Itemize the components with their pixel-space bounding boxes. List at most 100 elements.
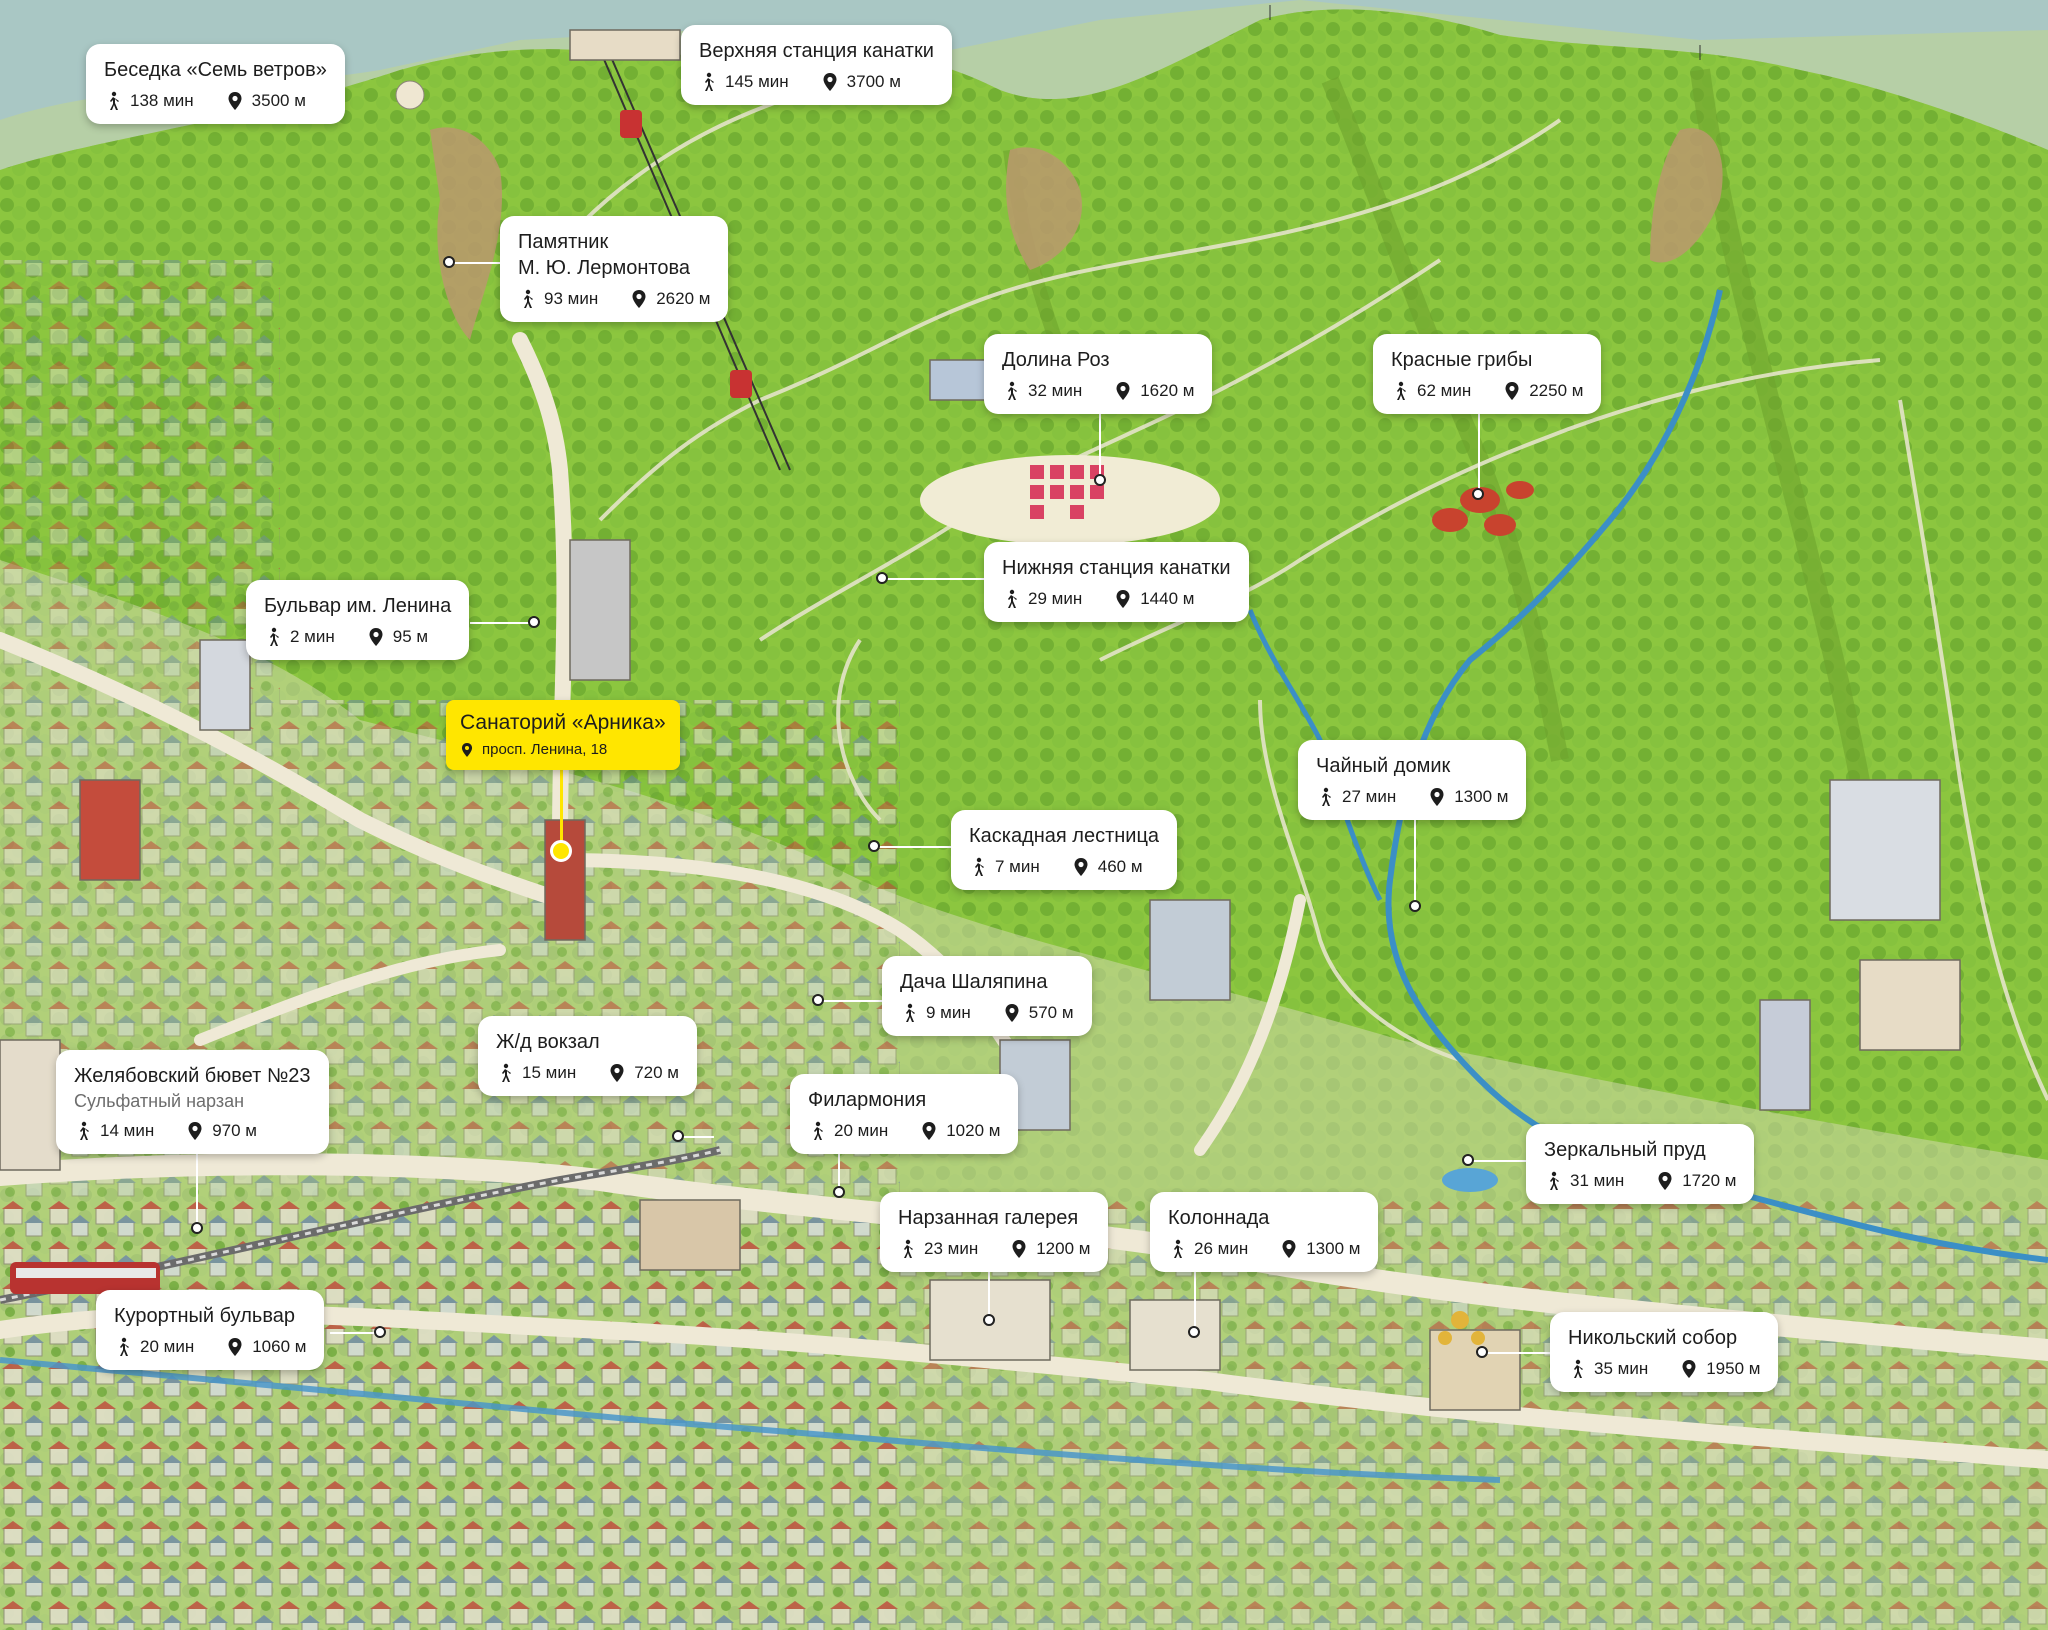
map-pin-icon <box>1074 858 1088 876</box>
poi-marker[interactable] <box>812 994 824 1006</box>
walk-time: 32 мин <box>1028 381 1083 400</box>
distance: 1060 м <box>252 1337 307 1356</box>
map-pin-icon <box>1682 1360 1696 1378</box>
poi-kurortny-boulevard[interactable]: Курортный бульвар 20 мин 1060 м <box>96 1290 325 1370</box>
poi-cascade-stairs[interactable]: Каскадная лестница 7 мин 460 м <box>951 810 1178 890</box>
distance: 1720 м <box>1682 1171 1737 1190</box>
poi-marker[interactable] <box>443 256 455 268</box>
poi-marker[interactable] <box>833 1186 845 1198</box>
poi-marker[interactable] <box>191 1222 203 1234</box>
poi-upper-cable-station[interactable]: Верхняя станция канатки 145 мин 3700 м <box>681 25 952 105</box>
distance: 1300 м <box>1306 1239 1361 1258</box>
distance: 1020 м <box>946 1121 1001 1140</box>
leader-line <box>448 262 508 264</box>
poi-marker[interactable] <box>374 1326 386 1338</box>
poi-title: Бульвар им. Ленина <box>264 595 452 617</box>
nikolsky-cathedral-domes <box>1438 1311 1485 1345</box>
poi-lenin-boulevard[interactable]: Бульвар им. Ленина 2 мин 95 м <box>246 580 470 660</box>
leader-line <box>880 578 985 580</box>
map-pin-icon <box>632 290 646 308</box>
poi-marker[interactable] <box>672 1130 684 1142</box>
poi-colonnade[interactable]: Колоннада 26 мин 1300 м <box>1150 1192 1379 1272</box>
walk-time: 27 мин <box>1342 787 1397 806</box>
poi-mirror-pond[interactable]: Зеркальный пруд 31 мин 1720 м <box>1526 1124 1755 1204</box>
distance: 720 м <box>634 1063 679 1082</box>
walk-time: 138 мин <box>130 91 194 110</box>
leader-line <box>560 762 563 844</box>
poi-marker[interactable] <box>1409 900 1421 912</box>
poi-lermontov-monument[interactable]: Памятник М. Ю. Лермонтова 93 мин 2620 м <box>500 216 729 322</box>
leader-line <box>196 1144 198 1229</box>
leader-line <box>1194 1270 1196 1330</box>
poi-zhelyabov-pump-room[interactable]: Желябовский бювет №23 Сульфатный нарзан … <box>56 1050 329 1154</box>
walk-time: 2 мин <box>290 627 335 646</box>
poi-tea-house[interactable]: Чайный домик 27 мин 1300 м <box>1298 740 1527 820</box>
arnika-location-marker[interactable] <box>550 840 572 862</box>
poi-narzan-gallery[interactable]: Нарзанная галерея 23 мин 1200 м <box>880 1192 1109 1272</box>
map-pin-icon <box>610 1064 624 1082</box>
distance: 95 м <box>392 627 429 646</box>
map-pin-icon <box>1430 788 1444 806</box>
poi-subtitle: Сульфатный нарзан <box>74 1091 245 1111</box>
walk-time: 23 мин <box>924 1239 979 1258</box>
leader-line <box>330 1332 380 1334</box>
poi-title: Санаторий «Арника» <box>460 711 666 734</box>
walking-person-icon <box>1174 1239 1183 1258</box>
map-pin-icon <box>461 743 473 757</box>
poi-marker[interactable] <box>1094 474 1106 486</box>
poi-philharmonic[interactable]: Филармония 20 мин 1020 м <box>790 1074 1019 1154</box>
leader-line <box>1478 404 1480 494</box>
poi-marker[interactable] <box>1476 1346 1488 1358</box>
poi-rose-valley[interactable]: Долина Роз 32 мин 1620 м <box>984 334 1213 414</box>
walk-time: 14 мин <box>100 1121 155 1140</box>
map-pin-icon <box>369 628 383 646</box>
leader-line <box>838 1150 840 1192</box>
poi-title: Никольский собор <box>1568 1327 1738 1349</box>
poi-nikolsky-cathedral[interactable]: Никольский собор 35 мин 1950 м <box>1550 1312 1779 1392</box>
leader-line <box>988 1272 990 1320</box>
walk-time: 20 мин <box>834 1121 889 1140</box>
poi-lower-cable-station[interactable]: Нижняя станция канатки 29 мин 1440 м <box>984 542 1249 622</box>
poi-marker[interactable] <box>1472 488 1484 500</box>
poi-red-mushrooms[interactable]: Красные грибы 62 мин 2250 м <box>1373 334 1602 414</box>
map-pin-icon <box>1282 1240 1296 1258</box>
map-pin-icon <box>823 73 837 91</box>
poi-title: Беседка «Семь ветров» <box>104 59 327 81</box>
leader-line <box>872 846 968 848</box>
walking-person-icon <box>975 857 984 876</box>
walking-person-icon <box>1008 381 1017 400</box>
poi-title: Нарзанная галерея <box>898 1207 1079 1229</box>
poi-chaliapin-dacha[interactable]: Дача Шаляпина 9 мин 570 м <box>882 956 1092 1036</box>
poi-title: Каскадная лестница <box>969 825 1160 847</box>
poi-marker[interactable] <box>1462 1154 1474 1166</box>
leader-line <box>1468 1160 1526 1162</box>
leader-line <box>1414 814 1416 906</box>
poi-railway-station[interactable]: Ж/д вокзал 15 мин 720 м <box>478 1016 697 1096</box>
poi-title: Колоннада <box>1168 1207 1270 1229</box>
map-pin-icon <box>1116 590 1130 608</box>
map-pin-icon <box>1116 382 1130 400</box>
cable-car-icon <box>620 110 642 138</box>
poi-title: Ж/д вокзал <box>496 1031 600 1053</box>
distance: 460 м <box>1097 857 1143 876</box>
poi-marker[interactable] <box>983 1314 995 1326</box>
map-pin-icon <box>1005 1004 1019 1022</box>
walking-person-icon <box>1574 1359 1583 1378</box>
walk-time: 62 мин <box>1417 381 1472 400</box>
leader-line <box>1480 1352 1554 1354</box>
walking-person-icon <box>906 1003 915 1022</box>
walk-time: 26 мин <box>1194 1239 1249 1258</box>
map-pin-icon <box>1012 1240 1026 1258</box>
walk-time: 145 мин <box>725 72 789 91</box>
poi-marker[interactable] <box>528 616 540 628</box>
poi-marker[interactable] <box>876 572 888 584</box>
poi-marker[interactable] <box>1188 1326 1200 1338</box>
poi-marker[interactable] <box>868 840 880 852</box>
map-pin-icon <box>228 1338 242 1356</box>
walking-person-icon <box>270 627 279 646</box>
red-mushrooms-rocks <box>1432 481 1534 536</box>
poi-besedka-semi-vetrov[interactable]: Беседка «Семь ветров» 138 мин 3500 м <box>86 44 345 124</box>
poi-sanatorium-arnika[interactable]: Санаторий «Арника» просп. Ленина, 18 <box>446 700 680 770</box>
cable-car-icon <box>730 370 752 398</box>
